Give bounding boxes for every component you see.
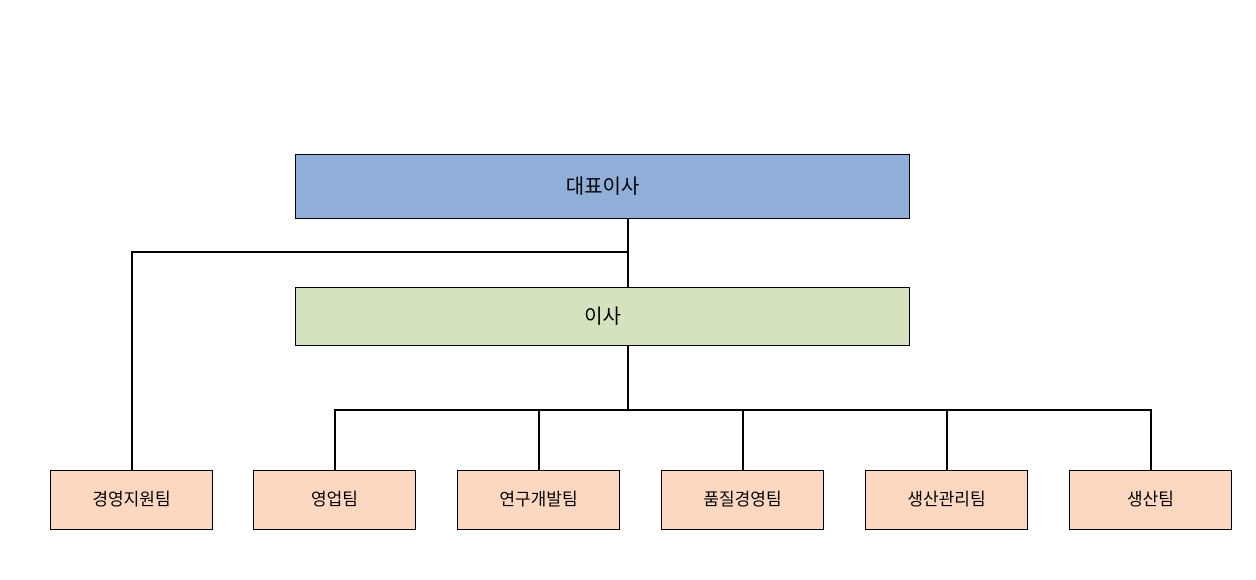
connector-drop-team-4 (742, 409, 744, 470)
connector-drop-team-6 (1150, 409, 1152, 470)
connector-ceo-bus-left (131, 251, 628, 253)
org-node-team-6[interactable]: 생산팀 (1069, 470, 1232, 530)
org-node-director[interactable]: 이사 (295, 287, 910, 346)
org-node-ceo[interactable]: 대표이사 (295, 154, 910, 219)
connector-drop-team-3 (538, 409, 540, 470)
connector-ceo-to-director (627, 219, 629, 287)
connector-director-stem (627, 346, 629, 410)
org-node-team-3-label: 연구개발팀 (499, 489, 578, 509)
connector-drop-team-2 (334, 409, 336, 470)
org-node-team-2-label: 영업팀 (311, 489, 358, 509)
org-node-team-3[interactable]: 연구개발팀 (457, 470, 620, 530)
org-node-ceo-label: 대표이사 (565, 175, 640, 198)
org-node-team-6-label: 생산팀 (1127, 489, 1174, 509)
org-node-team-2[interactable]: 영업팀 (253, 470, 416, 530)
org-node-team-1-label: 경영지원팀 (92, 489, 171, 509)
org-node-team-5-label: 생산관리팀 (907, 489, 986, 509)
connector-drop-team-5 (946, 409, 948, 470)
org-node-team-4[interactable]: 품질경영팀 (661, 470, 824, 530)
org-node-team-4-label: 품질경영팀 (703, 489, 782, 509)
org-node-team-1[interactable]: 경영지원팀 (50, 470, 213, 530)
org-node-team-5[interactable]: 생산관리팀 (865, 470, 1028, 530)
connector-ceo-to-team-1 (131, 251, 133, 470)
org-node-director-label: 이사 (584, 305, 621, 328)
